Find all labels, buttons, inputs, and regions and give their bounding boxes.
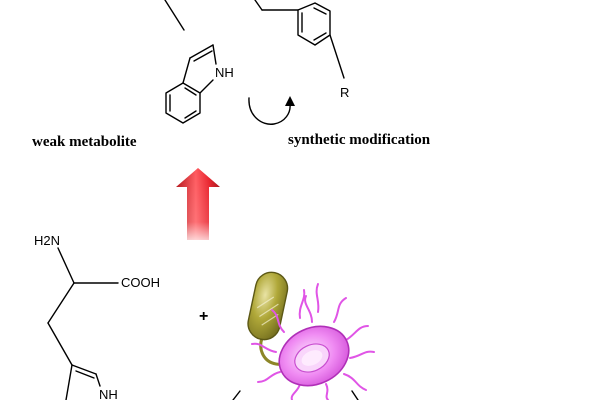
- top-left-cropped-bond: [164, 0, 185, 31]
- red-up-arrow: [176, 168, 220, 240]
- tryptophan-structure: H2N COOH NH: [34, 233, 160, 400]
- modified-indole-structure: R: [254, 0, 349, 100]
- indole-nh-label: NH: [215, 65, 234, 80]
- indole-nh-bottom-label: NH: [99, 387, 118, 400]
- bacteria-illustration: [232, 271, 375, 400]
- coccus-bacterium: [251, 283, 375, 400]
- amine-label: H2N: [34, 233, 60, 248]
- plus-sign: +: [199, 308, 208, 325]
- indole-structure: NH: [165, 44, 234, 124]
- curved-modification-arrow: [248, 96, 295, 125]
- r-substituent-label: R: [340, 85, 349, 100]
- carboxyl-label: COOH: [121, 275, 160, 290]
- synthetic-modification-caption: synthetic modification: [288, 132, 431, 148]
- weak-metabolite-caption: weak metabolite: [32, 134, 137, 150]
